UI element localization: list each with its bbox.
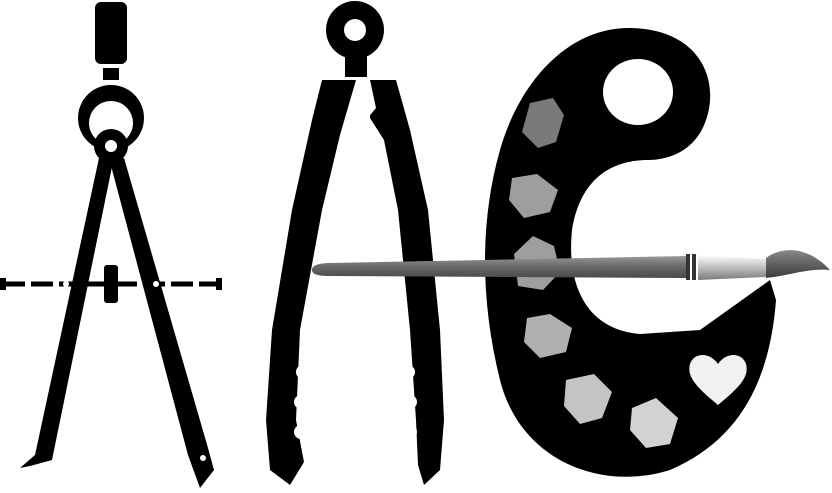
paintbrush-icon xyxy=(312,250,830,280)
drafting-compass-icon xyxy=(0,2,222,488)
tongs-icon xyxy=(266,1,444,485)
heart-icon xyxy=(689,355,747,405)
paint-palette-icon xyxy=(485,27,776,477)
